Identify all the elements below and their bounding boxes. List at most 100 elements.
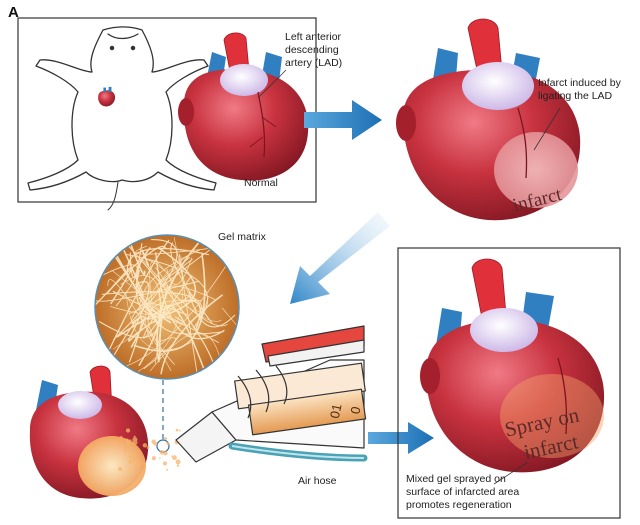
- syringe-number-1: 01: [327, 402, 345, 419]
- top-panel-border: [17, 17, 317, 203]
- gel-fiber: [170, 242, 213, 324]
- air-hose-label: Air hose: [298, 475, 337, 487]
- mist-droplet: [175, 459, 181, 465]
- mist-droplet: [133, 435, 136, 438]
- lad-label-line-1: Left anterior: [285, 31, 342, 43]
- normal-label: Normal: [244, 177, 278, 189]
- gel-fiber: [140, 257, 228, 327]
- mist-droplet: [118, 467, 123, 472]
- arrow-to-gel: [290, 212, 390, 304]
- gel-fiber: [125, 291, 194, 351]
- bottom-panel-border: [397, 247, 621, 519]
- mist-droplet: [124, 446, 127, 450]
- gel-fiber: [110, 267, 174, 316]
- gel-fiber: [159, 304, 205, 369]
- gel-fiber: [129, 242, 146, 276]
- gel-fiber: [158, 309, 224, 335]
- mist-droplet: [162, 461, 168, 466]
- mist-droplet: [131, 450, 136, 455]
- mist-droplet: [160, 452, 163, 455]
- gel-fiber: [120, 275, 162, 364]
- gel-fiber: [157, 256, 193, 285]
- mixed-gel-line-3: promotes regeneration: [406, 499, 512, 511]
- gel-fiber: [141, 249, 150, 266]
- gel-fiber: [188, 291, 236, 328]
- gel-fiber: [107, 279, 172, 371]
- mouse-outline: [27, 26, 217, 211]
- mist-droplet: [166, 468, 169, 471]
- mist-droplet: [166, 442, 170, 446]
- mist-droplet: [125, 438, 129, 442]
- mist-droplet: [151, 439, 156, 445]
- infarct-induced-leader-line: [533, 107, 561, 151]
- syringe-number-2: 0: [347, 405, 363, 415]
- gel-fiber: [112, 290, 187, 326]
- mist-droplet: [159, 457, 161, 460]
- infarct-induced-label: Infarct induced by ligating the LAD: [538, 77, 624, 102]
- infarct-heart: [396, 18, 581, 221]
- gel-fiber: [222, 307, 238, 327]
- mist-droplet: [128, 439, 132, 443]
- mist-droplet: [146, 446, 150, 450]
- gel-fiber: [153, 275, 222, 322]
- mixed-gel-leader-line: [493, 461, 529, 485]
- normal-heart: [178, 32, 309, 181]
- gel-fiber: [108, 247, 161, 327]
- mist-droplet: [129, 455, 132, 459]
- mixed-gel-label: Mixed gel sprayed on surface of infarcte…: [406, 473, 522, 511]
- gel-fiber: [130, 315, 145, 348]
- mist-droplet: [136, 460, 142, 466]
- infarct-induced-line-1: Infarct induced by: [538, 77, 622, 89]
- gel-fiber: [125, 253, 209, 320]
- gel-fiber: [137, 255, 184, 372]
- gel-fiber: [145, 254, 190, 345]
- mist-droplet: [142, 443, 148, 448]
- gel-fiber: [160, 294, 224, 375]
- gel-fiber: [129, 243, 143, 278]
- gel-fiber: [146, 247, 197, 321]
- mist-droplet: [132, 456, 137, 461]
- lad-label-line-2: descending: [285, 44, 339, 56]
- gel-matrix-circle: [94, 234, 240, 380]
- gel-fiber: [173, 237, 209, 313]
- lad-label: Left anterior descending artery (LAD): [285, 31, 344, 69]
- arrow-normal-to-infarct: [304, 100, 382, 140]
- gel-fiber: [133, 253, 206, 352]
- spray-mist: [118, 428, 181, 472]
- gel-fiber: [165, 285, 216, 301]
- sprayed-infarct-region: [500, 374, 604, 458]
- gel-matrix-label: Gel matrix: [218, 231, 267, 243]
- mist-droplet: [124, 448, 127, 451]
- gel-heart: [29, 365, 149, 499]
- panel-letter: A: [8, 4, 19, 21]
- mist-droplet: [119, 435, 123, 439]
- gel-fiber: [95, 280, 200, 302]
- mist-droplet: [179, 429, 181, 432]
- mist-droplet: [176, 464, 180, 467]
- mouse-heart-icon: [98, 86, 116, 107]
- mist-droplet: [172, 455, 177, 460]
- mist-droplet: [175, 428, 179, 432]
- mist-droplet: [164, 436, 168, 440]
- arrow-to-regeneration: [368, 422, 434, 454]
- gel-fiber: [155, 252, 225, 340]
- mist-droplet: [125, 428, 131, 433]
- mist-droplet: [171, 455, 173, 458]
- matrix-spray-spot: [156, 439, 170, 453]
- mist-droplet: [142, 462, 145, 465]
- air-hose: [228, 442, 368, 462]
- mixed-gel-line-2: surface of infarcted area: [406, 486, 519, 498]
- lad-label-line-3: artery (LAD): [285, 57, 342, 69]
- mist-droplet: [151, 456, 156, 461]
- regenerating-heart: [420, 258, 605, 473]
- gel-fiber: [178, 253, 198, 374]
- infarct-induced-line-2: ligating the LAD: [538, 90, 613, 102]
- infarct-region: [494, 132, 578, 208]
- gel-coating: [78, 436, 146, 496]
- mist-droplet: [127, 443, 131, 446]
- gel-fiber: [149, 302, 220, 344]
- spray-device: [175, 325, 367, 463]
- mist-droplet: [132, 440, 138, 445]
- mixed-gel-line-1: Mixed gel sprayed on: [406, 473, 506, 485]
